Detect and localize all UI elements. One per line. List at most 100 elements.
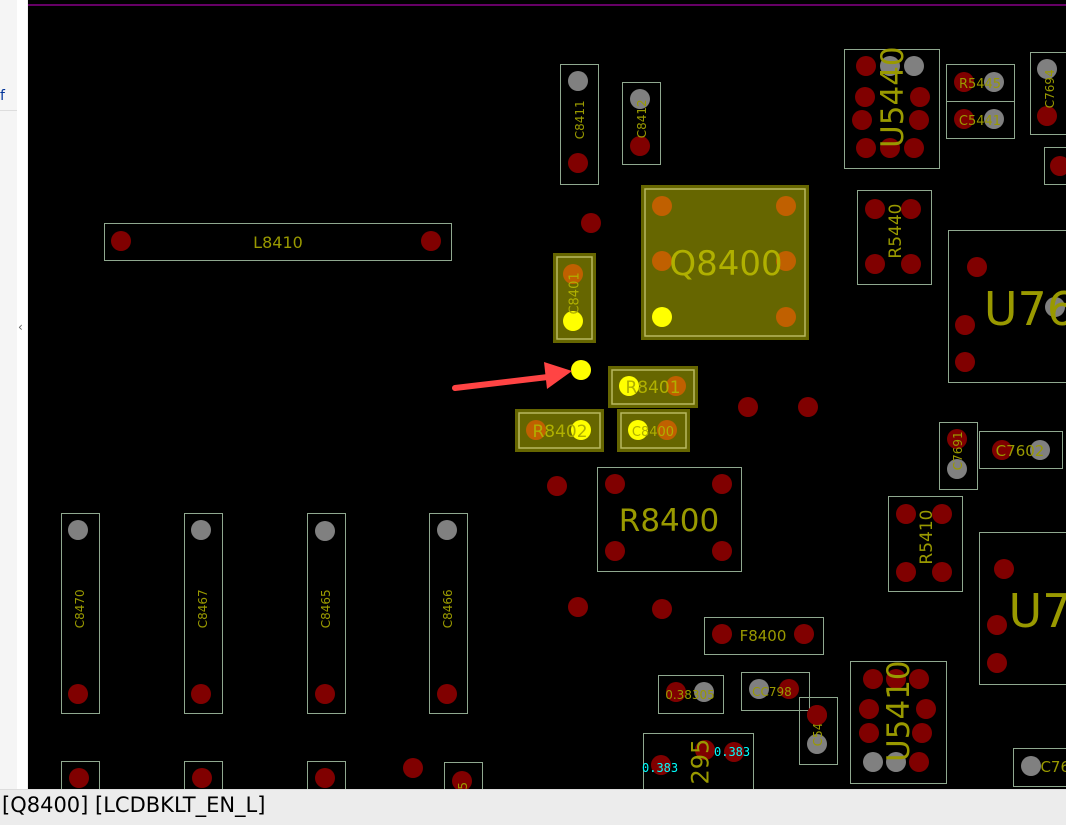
pad[interactable]: [652, 196, 672, 216]
component-label: C8470: [73, 589, 87, 628]
pad[interactable]: [315, 521, 335, 541]
component[interactable]: [185, 762, 223, 790]
component-c7694[interactable]: C7694: [1031, 53, 1066, 135]
pad[interactable]: [916, 699, 936, 719]
pad[interactable]: [712, 474, 732, 494]
pad[interactable]: [856, 56, 876, 76]
via[interactable]: [403, 758, 423, 778]
pad[interactable]: [896, 504, 916, 524]
component-l8410[interactable]: L8410: [105, 224, 452, 261]
component-u76[interactable]: U76: [949, 231, 1066, 383]
component-c8465[interactable]: C8465: [308, 514, 346, 714]
component-r8400[interactable]: R8400: [598, 468, 742, 572]
status-bar: [Q8400] [LCDBKLT_EN_L]: [0, 789, 1066, 825]
pad[interactable]: [967, 257, 987, 277]
component-c8400[interactable]: C8400: [617, 409, 690, 452]
component-q8400[interactable]: Q8400: [641, 185, 809, 340]
component-c8412[interactable]: C8412: [623, 83, 661, 165]
component-r5410[interactable]: R5410: [889, 497, 963, 592]
pad[interactable]: [955, 315, 975, 335]
component-r8402[interactable]: R8402: [515, 409, 604, 452]
pad[interactable]: [68, 520, 88, 540]
via[interactable]: [547, 476, 567, 496]
pad[interactable]: [1050, 156, 1066, 176]
component-c8466[interactable]: C8466: [430, 514, 468, 714]
component-c8411[interactable]: C8411: [561, 65, 599, 185]
pad[interactable]: [794, 624, 814, 644]
pad[interactable]: [955, 352, 975, 372]
component-u5440[interactable]: U5440: [845, 46, 940, 168]
pad[interactable]: [1021, 756, 1041, 776]
pad[interactable]: [776, 196, 796, 216]
component-label: U76: [984, 282, 1066, 336]
pad[interactable]: [191, 520, 211, 540]
pad[interactable]: [896, 562, 916, 582]
chevron-left-icon: ‹: [18, 320, 23, 334]
collapse-panel-button[interactable]: ‹: [17, 280, 27, 380]
pad[interactable]: [994, 559, 1014, 579]
component-f8400[interactable]: F8400: [705, 618, 824, 655]
component-label: C8465: [319, 589, 333, 628]
component-c5[interactable]: 5: [445, 763, 483, 790]
component-u5410[interactable]: U5410: [851, 660, 947, 783]
pad[interactable]: [987, 615, 1007, 635]
component[interactable]: [308, 762, 346, 790]
via[interactable]: [581, 213, 601, 233]
component-c8401[interactable]: C8401: [553, 253, 596, 343]
pad[interactable]: [111, 231, 131, 251]
panel-splitter[interactable]: [17, 0, 27, 789]
pad[interactable]: [987, 653, 1007, 673]
component-c8305[interactable]: 0.38305: [659, 676, 724, 714]
component-label: U5410: [881, 660, 917, 762]
component-c7602[interactable]: C7602: [980, 432, 1063, 469]
pad[interactable]: [568, 71, 588, 91]
via[interactable]: [738, 397, 758, 417]
pad[interactable]: [605, 541, 625, 561]
component-c7691[interactable]: C7691: [940, 423, 978, 490]
via[interactable]: [798, 397, 818, 417]
pad[interactable]: [856, 138, 876, 158]
component[interactable]: [62, 762, 100, 790]
pad[interactable]: [909, 110, 929, 130]
component-c767[interactable]: C767: [1014, 749, 1066, 787]
pad[interactable]: [859, 699, 879, 719]
component-r8401[interactable]: R8401: [608, 366, 698, 408]
via[interactable]: [807, 705, 827, 725]
component-c8470[interactable]: C8470: [62, 514, 100, 714]
pad[interactable]: [712, 541, 732, 561]
component[interactable]: [1045, 148, 1066, 185]
pad[interactable]: [859, 723, 879, 743]
via[interactable]: [568, 597, 588, 617]
pad[interactable]: [568, 153, 588, 173]
component-label: C8466: [441, 589, 455, 628]
component-label: C8411: [573, 100, 587, 139]
pad[interactable]: [69, 768, 89, 788]
pad[interactable]: [865, 199, 885, 219]
pad[interactable]: [910, 87, 930, 107]
pad[interactable]: [191, 684, 211, 704]
via[interactable]: [652, 599, 672, 619]
pad[interactable]: [712, 624, 732, 644]
pad[interactable]: [437, 520, 457, 540]
pad[interactable]: [421, 231, 441, 251]
selected-net-pad[interactable]: [652, 307, 672, 327]
pad[interactable]: [192, 768, 212, 788]
component-label: R8401: [625, 378, 680, 398]
pad[interactable]: [68, 684, 88, 704]
pad[interactable]: [315, 768, 335, 788]
pad[interactable]: [855, 87, 875, 107]
pad[interactable]: [865, 254, 885, 274]
pad[interactable]: [776, 307, 796, 327]
component-r5440[interactable]: R5440: [858, 191, 932, 285]
component-c5441[interactable]: C5441: [947, 102, 1015, 139]
component-u7[interactable]: U7: [980, 533, 1066, 685]
component-c8467[interactable]: C8467: [185, 514, 223, 714]
pad[interactable]: [315, 684, 335, 704]
selected-via[interactable]: [571, 360, 591, 380]
component-r5445[interactable]: R5445: [947, 65, 1015, 102]
pad[interactable]: [852, 110, 872, 130]
pad[interactable]: [437, 684, 457, 704]
pad[interactable]: [605, 474, 625, 494]
